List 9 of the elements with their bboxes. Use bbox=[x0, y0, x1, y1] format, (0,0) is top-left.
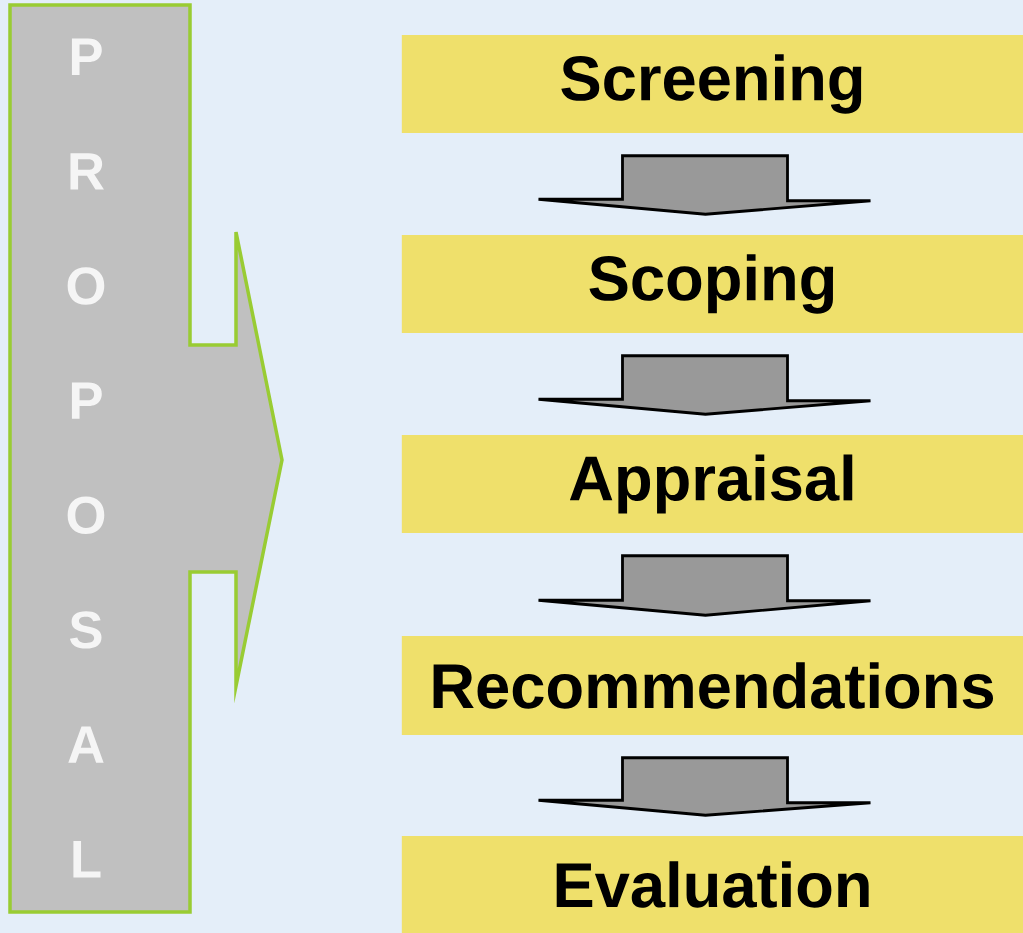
stage-box: Appraisal bbox=[401, 434, 1023, 534]
stage-box: Screening bbox=[401, 35, 1023, 134]
block-arrow bbox=[537, 756, 872, 817]
block-arrow bbox=[537, 154, 872, 216]
block-arrow bbox=[537, 554, 872, 617]
stage-box: Recommendations bbox=[401, 636, 1023, 736]
stage-box: Evaluation bbox=[401, 835, 1023, 933]
block-arrow bbox=[537, 354, 872, 416]
stage-box: Scoping bbox=[401, 235, 1023, 333]
